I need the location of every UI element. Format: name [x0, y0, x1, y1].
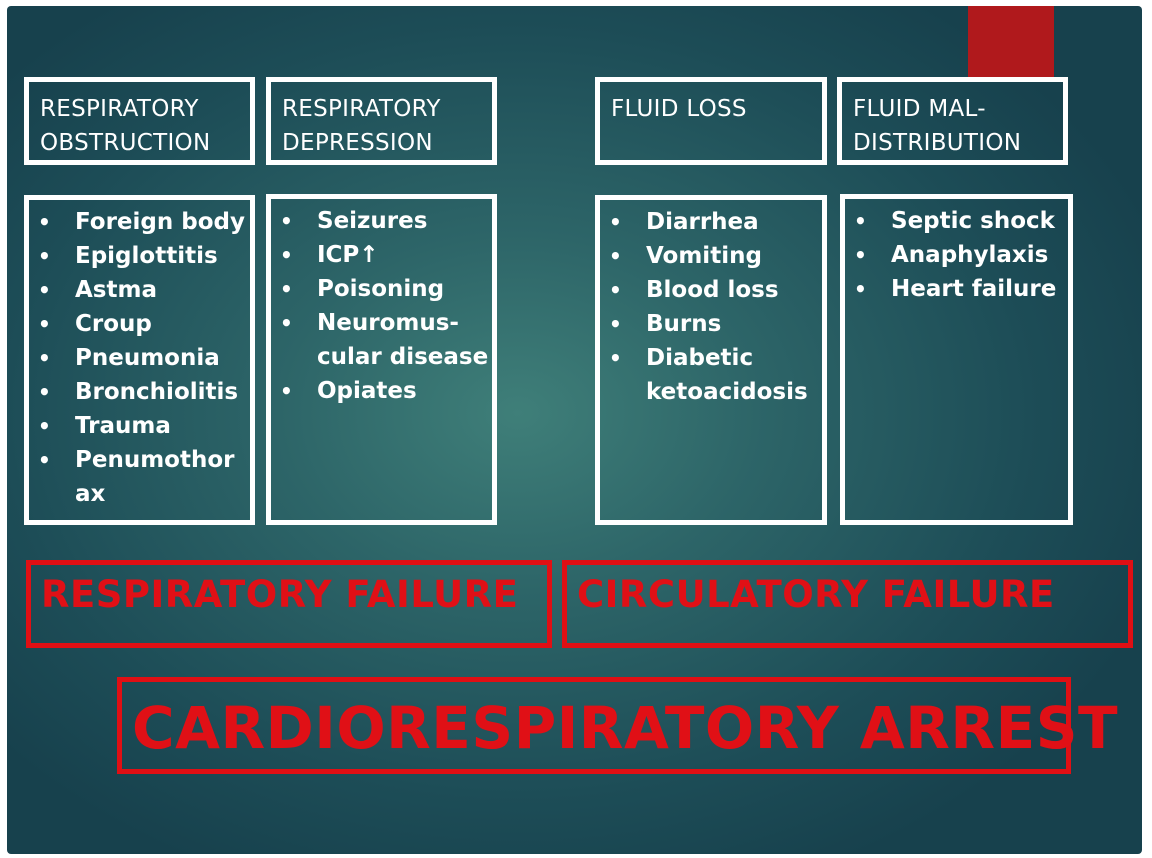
- list-box-respiratory-obstruction: Foreign bodyEpiglottitisAstmaCroupPneumo…: [24, 195, 255, 525]
- list-item: Epiglottitis: [29, 239, 250, 273]
- list-item-text: Epiglottitis: [75, 243, 218, 269]
- list-item: Blood loss: [600, 273, 822, 307]
- cardiorespiratory-arrest-label: CARDIORESPIRATORY ARREST: [132, 694, 1119, 762]
- list-item-text: Vomiting: [646, 243, 762, 269]
- list-item: Astma: [29, 273, 250, 307]
- header-respiratory-depression: RESPIRATORY DEPRESSION: [266, 77, 497, 165]
- list-box-fluid-loss: DiarrheaVomitingBlood lossBurnsDiabetic k…: [595, 195, 827, 525]
- list-item-text: Penumothor: [75, 447, 235, 473]
- respiratory-failure-box: RESPIRATORY FAILURE: [26, 560, 552, 648]
- slide: RESPIRATORY OBSTRUCTION RESPIRATORY DEPR…: [7, 6, 1142, 854]
- cause-list: Septic shockAnaphylaxisHeart failure: [845, 199, 1068, 306]
- header-line: FLUID MAL-: [853, 96, 986, 122]
- header-line: FLUID LOSS: [611, 96, 747, 122]
- header-line: OBSTRUCTION: [40, 130, 211, 156]
- list-item-text: Poisoning: [317, 276, 445, 302]
- cardiorespiratory-arrest-box: CARDIORESPIRATORY ARREST: [117, 677, 1118, 774]
- respiratory-failure-label: RESPIRATORY FAILURE: [41, 573, 519, 616]
- list-item-text: Bronchiolitis: [75, 379, 239, 405]
- list-item: Pneumonia: [29, 341, 250, 375]
- header-line: DISTRIBUTION: [853, 130, 1022, 156]
- list-item-text: Heart failure: [891, 276, 1057, 302]
- list-item: Diarrhea: [600, 205, 822, 239]
- list-item-text: Astma: [75, 277, 157, 303]
- list-item: ICP↑: [271, 238, 492, 272]
- header-line: RESPIRATORY: [282, 96, 441, 122]
- list-item-text: Anaphylaxis: [891, 242, 1049, 268]
- list-item: Penumothor ax: [29, 443, 250, 511]
- list-item-text: Foreign body: [75, 209, 245, 235]
- list-item-text: Pneumonia: [75, 345, 220, 371]
- list-item-text: Blood loss: [646, 277, 779, 303]
- header-line: RESPIRATORY: [40, 96, 199, 122]
- list-item: Bronchiolitis: [29, 375, 250, 409]
- list-item: Neuromus-cular disease: [271, 306, 492, 374]
- list-item-text: Burns: [646, 311, 722, 337]
- list-item: Croup: [29, 307, 250, 341]
- list-item-text: Neuromus-: [317, 310, 459, 336]
- header-fluid-maldistribution: FLUID MAL- DISTRIBUTION: [837, 77, 1068, 165]
- header-respiratory-obstruction: RESPIRATORY OBSTRUCTION: [24, 77, 255, 165]
- list-item-text: ICP↑: [317, 242, 379, 268]
- list-item: Opiates: [271, 374, 492, 408]
- red-accent-block: [968, 6, 1054, 77]
- list-item-text: ketoacidosis: [646, 379, 808, 405]
- list-item: Septic shock: [845, 204, 1068, 238]
- list-item: Trauma: [29, 409, 250, 443]
- list-item-text: Seizures: [317, 208, 428, 234]
- list-item-text: Opiates: [317, 378, 417, 404]
- header-line: DEPRESSION: [282, 130, 433, 156]
- cause-list: SeizuresICP↑ PoisoningNeuromus-cular dise…: [271, 199, 492, 408]
- list-item: Diabetic ketoacidosis: [600, 341, 822, 409]
- list-item: Seizures: [271, 204, 492, 238]
- list-item-text: cular disease: [317, 344, 489, 370]
- header-fluid-loss: FLUID LOSS: [595, 77, 827, 165]
- list-item-text: Croup: [75, 311, 152, 337]
- list-item-text: Septic shock: [891, 208, 1055, 234]
- circulatory-failure-box: CIRCULATORY FAILURE: [562, 560, 1133, 648]
- cause-list: Foreign bodyEpiglottitisAstmaCroupPneumo…: [29, 200, 250, 511]
- list-item: Foreign body: [29, 205, 250, 239]
- list-item-text: Trauma: [75, 413, 171, 439]
- list-item-text: Diabetic: [646, 345, 754, 371]
- list-item: Anaphylaxis: [845, 238, 1068, 272]
- list-item: Heart failure: [845, 272, 1068, 306]
- list-box-fluid-maldistribution: Septic shockAnaphylaxisHeart failure: [840, 194, 1073, 525]
- list-item-text: Diarrhea: [646, 209, 759, 235]
- list-box-respiratory-depression: SeizuresICP↑ PoisoningNeuromus-cular dise…: [266, 194, 497, 525]
- list-item: Poisoning: [271, 272, 492, 306]
- list-item: Vomiting: [600, 239, 822, 273]
- list-item-text: ax: [75, 481, 106, 507]
- circulatory-failure-label: CIRCULATORY FAILURE: [577, 573, 1055, 616]
- cause-list: DiarrheaVomitingBlood lossBurnsDiabetic k…: [600, 200, 822, 409]
- list-item: Burns: [600, 307, 822, 341]
